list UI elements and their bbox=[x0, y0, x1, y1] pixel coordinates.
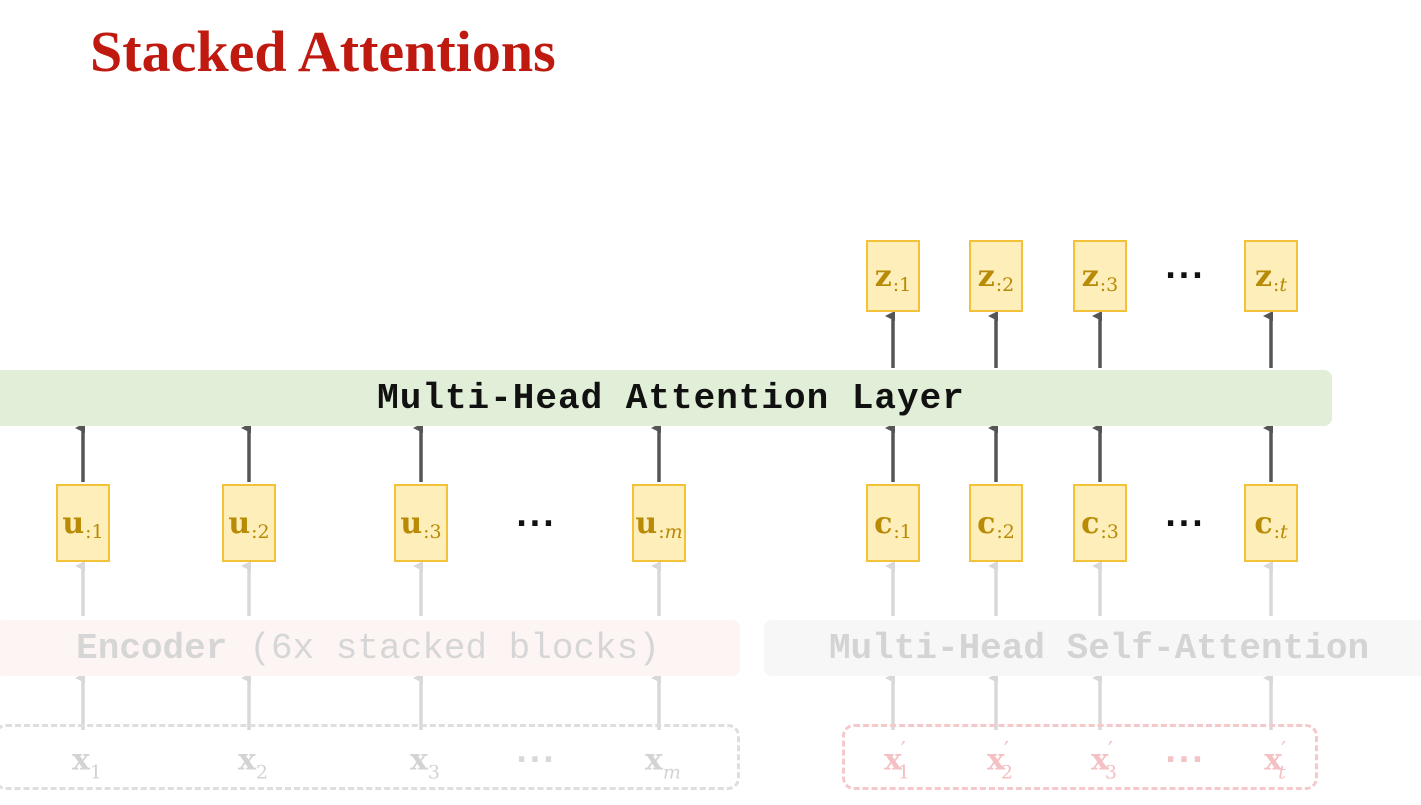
vector-symbol: z bbox=[1081, 258, 1099, 294]
vector-symbol: x bbox=[72, 742, 90, 778]
output-vector: z:3 bbox=[1073, 240, 1127, 312]
encoder-input-token: x1 bbox=[72, 742, 102, 784]
encoder-output-ellipsis: ··· bbox=[515, 506, 557, 542]
vector-subscript: :2 bbox=[996, 521, 1015, 543]
vector-subscript: :1 bbox=[85, 521, 104, 543]
output-vector: z:1 bbox=[866, 240, 920, 312]
encoder-block: Encoder (6x stacked blocks) bbox=[0, 620, 740, 676]
vector-subscript: 1 bbox=[897, 761, 910, 784]
vector-subscript: :3 bbox=[423, 521, 442, 543]
prime-mark: ′ bbox=[900, 738, 906, 764]
prime-mark: ′ bbox=[1003, 738, 1009, 764]
vector-subscript: m bbox=[662, 761, 681, 784]
vector-symbol: u bbox=[400, 505, 423, 541]
output-vector: z:2 bbox=[969, 240, 1023, 312]
decoder-input-token: x′t bbox=[1264, 739, 1286, 784]
context-ellipsis: ··· bbox=[1164, 506, 1206, 542]
encoder-detail-label: (6x stacked blocks) bbox=[249, 627, 660, 669]
vector-symbol: c bbox=[977, 505, 996, 541]
decoder-input-token: x′3 bbox=[1091, 739, 1117, 784]
decoder-input-box bbox=[842, 724, 1318, 790]
vector-symbol: u bbox=[62, 505, 85, 541]
vector-symbol: x bbox=[238, 742, 256, 778]
encoder-input-ellipsis: ··· bbox=[515, 742, 557, 778]
vector-symbol: z bbox=[874, 258, 892, 294]
encoder-label: Encoder bbox=[76, 627, 228, 669]
encoder-input-token: x2 bbox=[238, 742, 268, 784]
vector-symbol: x bbox=[1091, 742, 1109, 778]
vector-symbol: x bbox=[987, 742, 1005, 778]
decoder-input-ellipsis: ··· bbox=[1164, 742, 1206, 778]
context-vector: c:t bbox=[1244, 484, 1298, 562]
vector-symbol: c bbox=[1081, 505, 1100, 541]
vector-subscript: :1 bbox=[892, 274, 912, 296]
vector-symbol: x bbox=[884, 742, 902, 778]
encoder-input-token: xm bbox=[645, 742, 681, 784]
vector-subscript: :3 bbox=[1100, 521, 1119, 543]
encoder-output-vector: u:3 bbox=[394, 484, 448, 562]
self-attention-block: Multi-Head Self-Attention bbox=[764, 620, 1421, 676]
vector-symbol: u bbox=[635, 505, 658, 541]
encoder-input-token: x3 bbox=[410, 742, 440, 784]
prime-mark: ′ bbox=[1281, 738, 1287, 764]
encoder-output-vector: u:1 bbox=[56, 484, 110, 562]
output-ellipsis: ··· bbox=[1164, 258, 1206, 294]
encoder-input-box bbox=[0, 724, 740, 790]
vector-symbol: x bbox=[1264, 742, 1283, 778]
vector-subscript: :1 bbox=[893, 521, 912, 543]
vector-subscript: t bbox=[1278, 761, 1286, 784]
vector-subscript: 3 bbox=[427, 761, 440, 784]
context-vector: c:3 bbox=[1073, 484, 1127, 562]
vector-subscript: :m bbox=[658, 521, 683, 543]
decoder-input-token: x′1 bbox=[884, 739, 910, 784]
vector-symbol: z bbox=[977, 258, 995, 294]
output-vector: z:t bbox=[1244, 240, 1298, 312]
vector-subscript: 2 bbox=[255, 761, 268, 784]
vector-subscript: :2 bbox=[995, 274, 1015, 296]
prime-mark: ′ bbox=[1107, 738, 1113, 764]
self-attention-label: Multi-Head Self-Attention bbox=[828, 627, 1370, 669]
vector-subscript: :t bbox=[1273, 521, 1288, 543]
vector-symbol: u bbox=[228, 505, 251, 541]
vector-symbol: x bbox=[410, 742, 428, 778]
vector-subscript: :t bbox=[1273, 274, 1288, 296]
vector-symbol: x bbox=[645, 742, 663, 778]
vector-symbol: c bbox=[1254, 505, 1273, 541]
multi-head-attention-label: Multi-Head Attention Layer bbox=[377, 377, 965, 419]
vector-subscript: :2 bbox=[251, 521, 270, 543]
encoder-output-vector: u:m bbox=[632, 484, 686, 562]
vector-symbol: z bbox=[1254, 258, 1272, 294]
encoder-output-vector: u:2 bbox=[222, 484, 276, 562]
decoder-input-token: x′2 bbox=[987, 739, 1013, 784]
context-vector: c:1 bbox=[866, 484, 920, 562]
context-vector: c:2 bbox=[969, 484, 1023, 562]
vector-subscript: 3 bbox=[1104, 761, 1117, 784]
multi-head-attention-layer: Multi-Head Attention Layer bbox=[0, 370, 1332, 426]
slide-title: Stacked Attentions bbox=[90, 19, 556, 84]
vector-subscript: 1 bbox=[89, 761, 102, 784]
vector-symbol: c bbox=[874, 505, 893, 541]
vector-subscript: :3 bbox=[1099, 274, 1119, 296]
vector-subscript: 2 bbox=[1000, 761, 1013, 784]
